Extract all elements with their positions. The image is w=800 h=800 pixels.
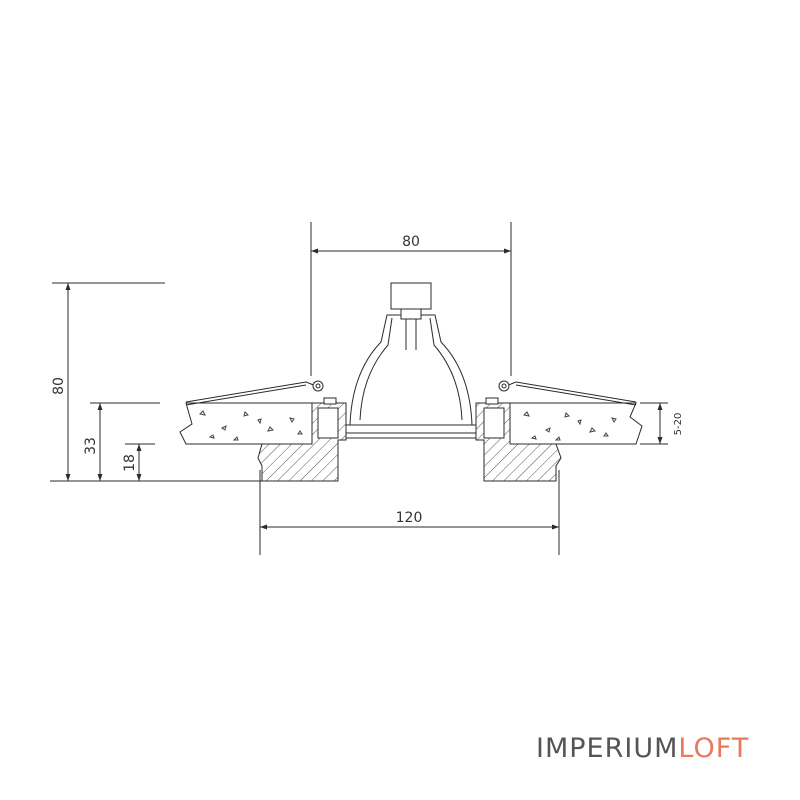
bottom-width-dimension: [259, 470, 560, 555]
left-spring-clip: [185, 380, 337, 406]
total-height-label: 80: [51, 377, 67, 395]
height-dimensions: [50, 282, 262, 482]
left-ceiling-slab: [179, 402, 313, 445]
top-width-label: 80: [402, 234, 420, 250]
brand-logo-part1: IMPERIUM: [536, 733, 679, 764]
lamp-reflector: [345, 314, 477, 439]
brand-logo-part2: LOFT: [678, 733, 750, 764]
top-width-dimension: [310, 222, 512, 376]
bottom-width-label: 120: [396, 510, 423, 526]
left-frame-body: [257, 402, 347, 482]
brand-logo: IMPERIUMLOFT: [536, 733, 749, 764]
ceiling-thickness-label: 5-20: [673, 413, 684, 436]
right-ceiling-slab: [509, 402, 643, 445]
lamp-connector: [390, 282, 432, 350]
ceiling-thickness-dimension: [640, 402, 668, 445]
right-spring-clip: [485, 380, 637, 406]
right-frame-body: [475, 402, 562, 482]
low-height-label: 18: [122, 454, 138, 472]
mid-height-label: 33: [83, 437, 99, 455]
